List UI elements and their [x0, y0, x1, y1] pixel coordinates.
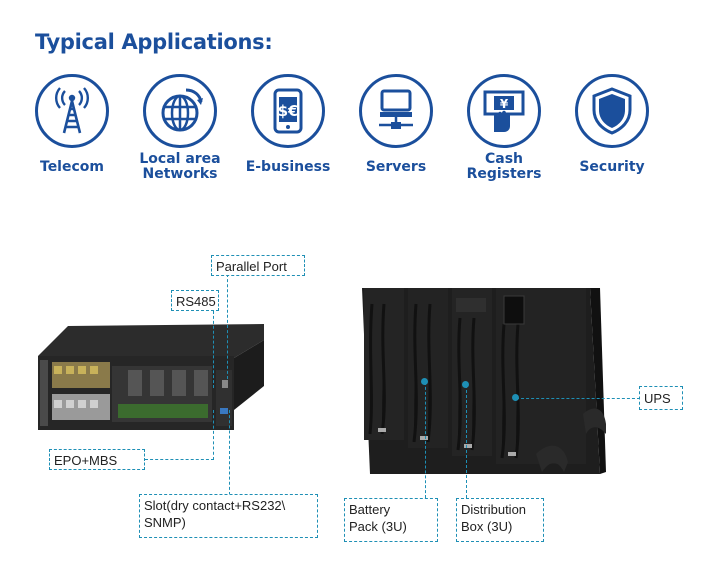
app-label: Servers	[365, 158, 427, 175]
page-title: Typical Applications:	[35, 30, 273, 54]
callout-line	[213, 410, 214, 460]
shield-icon	[575, 74, 649, 148]
callout-line	[466, 385, 467, 498]
callout-line	[516, 398, 640, 399]
callout-dot	[462, 381, 469, 388]
callout-dot	[421, 378, 428, 385]
callout-ups: UPS	[639, 386, 683, 410]
callout-line	[425, 382, 426, 498]
svg-text:$€: $€	[278, 102, 299, 120]
callout-parallel-port: Parallel Port	[211, 255, 305, 276]
callout-line	[145, 459, 214, 460]
callout-battery-pack: Battery Pack (3U)	[344, 498, 438, 542]
app-cash-registers: ¥ Cash Registers	[450, 74, 558, 183]
app-security: Security	[558, 74, 666, 183]
app-label: Cash Registers	[466, 151, 542, 182]
app-local-area-networks: Local area Networks	[126, 74, 234, 183]
app-label: E-business	[245, 158, 331, 175]
app-e-business: $€ E-business	[234, 74, 342, 183]
callout-slot: Slot(dry contact+RS232\ SNMP)	[139, 494, 318, 538]
app-telecom: Telecom	[18, 74, 126, 183]
callout-dot	[512, 394, 519, 401]
antenna-tower-icon	[35, 74, 109, 148]
globe-network-icon	[143, 74, 217, 148]
app-label: Local area Networks	[139, 151, 221, 182]
server-monitor-icon	[359, 74, 433, 148]
callout-distribution-box: Distribution Box (3U)	[456, 498, 544, 542]
app-label: Telecom	[40, 158, 104, 175]
callout-epo-mbs: EPO+MBS	[49, 449, 145, 470]
tower-ups-image	[362, 288, 606, 474]
rack-ups-image	[38, 324, 264, 430]
callout-rs485: RS485	[171, 290, 219, 311]
cash-register-icon: ¥	[467, 74, 541, 148]
callout-line	[229, 410, 230, 495]
svg-text:¥: ¥	[500, 97, 509, 111]
callout-line	[227, 274, 228, 379]
callout-line	[213, 311, 214, 388]
app-servers: Servers	[342, 74, 450, 183]
phone-money-icon: $€	[251, 74, 325, 148]
app-label: Security	[579, 158, 645, 175]
